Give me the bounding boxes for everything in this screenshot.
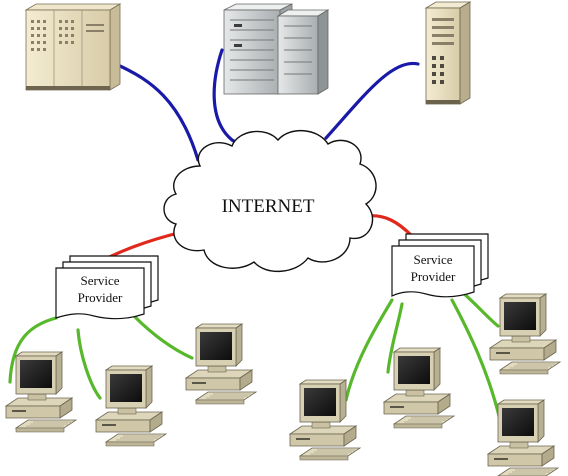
provider-left-line2: Provider xyxy=(78,290,123,305)
provider-left-line1: Service xyxy=(81,273,120,288)
desktop-computer-icon xyxy=(185,323,257,405)
client-link-r4 xyxy=(460,290,500,328)
tower-server-icon xyxy=(424,1,472,105)
client-link-l3 xyxy=(132,314,194,360)
internet-label: INTERNET xyxy=(222,196,315,217)
internet-cloud: INTERNET xyxy=(163,129,377,273)
provider-right-line1: Service xyxy=(414,252,453,267)
service-provider-right: Service Provider xyxy=(391,233,489,298)
server-link-left xyxy=(118,64,200,162)
desktop-computer-icon xyxy=(95,365,167,447)
client-link-l1 xyxy=(8,316,58,384)
desktop-computer-icon xyxy=(5,351,77,433)
desktop-computer-icon xyxy=(487,399,559,476)
mainframe-cabinet-icon xyxy=(24,3,122,91)
rack-server-icon xyxy=(223,3,330,95)
service-provider-left: Service Provider xyxy=(55,255,159,320)
client-links xyxy=(8,290,502,422)
document-stack-icon xyxy=(55,267,145,320)
client-link-r1 xyxy=(344,298,394,402)
provider-right-line2: Provider xyxy=(411,269,456,284)
desktop-computer-icon xyxy=(383,347,455,429)
document-stack-icon xyxy=(391,245,475,298)
client-link-r3 xyxy=(450,298,502,422)
client-link-l2 xyxy=(76,328,102,400)
desktop-computer-icon xyxy=(489,293,561,375)
server-link-right xyxy=(324,61,420,140)
client-link-r2 xyxy=(386,302,404,374)
